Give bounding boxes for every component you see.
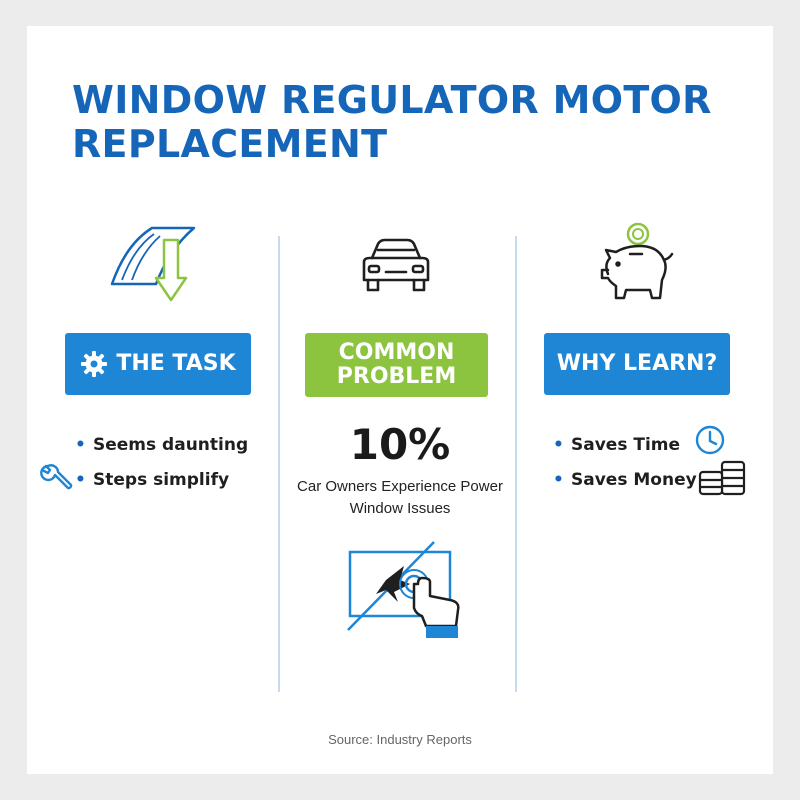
window-down-arrow-icon bbox=[110, 226, 196, 302]
infographic-card bbox=[27, 26, 773, 774]
gear-icon bbox=[81, 351, 108, 377]
problem-label-text: COMMON PROBLEM bbox=[336, 340, 457, 389]
piggy-bank-icon bbox=[600, 222, 674, 300]
column-divider bbox=[278, 236, 280, 692]
car-icon bbox=[362, 238, 430, 292]
stat-value: 10% bbox=[349, 420, 451, 469]
why-learn-label: WHY LEARN? bbox=[544, 333, 730, 395]
stat-caption: Car Owners Experience Power Window Issue… bbox=[297, 478, 503, 517]
clock-icon bbox=[695, 425, 725, 455]
list-item: Saves Time bbox=[553, 433, 697, 468]
page-title: WINDOW REGULATOR MOTOR REPLACEMENT bbox=[72, 78, 712, 166]
source-note: Source: Industry Reports bbox=[328, 732, 472, 747]
why-learn-bullets: Saves Time Saves Money bbox=[553, 433, 697, 503]
column-divider bbox=[515, 236, 517, 692]
task-label: THE TASK bbox=[65, 333, 251, 395]
coin-stack-icon bbox=[698, 460, 746, 496]
wrench-icon bbox=[40, 464, 73, 490]
broken-window-hand-icon bbox=[347, 541, 460, 638]
list-item: Seems daunting bbox=[75, 433, 248, 468]
problem-label: COMMON PROBLEM bbox=[305, 333, 488, 397]
task-label-text: THE TASK bbox=[116, 351, 236, 376]
list-item: Saves Money bbox=[553, 468, 697, 503]
list-item: Steps simplify bbox=[75, 468, 248, 503]
why-learn-label-text: WHY LEARN? bbox=[556, 351, 718, 376]
task-bullets: Seems daunting Steps simplify bbox=[75, 433, 248, 503]
